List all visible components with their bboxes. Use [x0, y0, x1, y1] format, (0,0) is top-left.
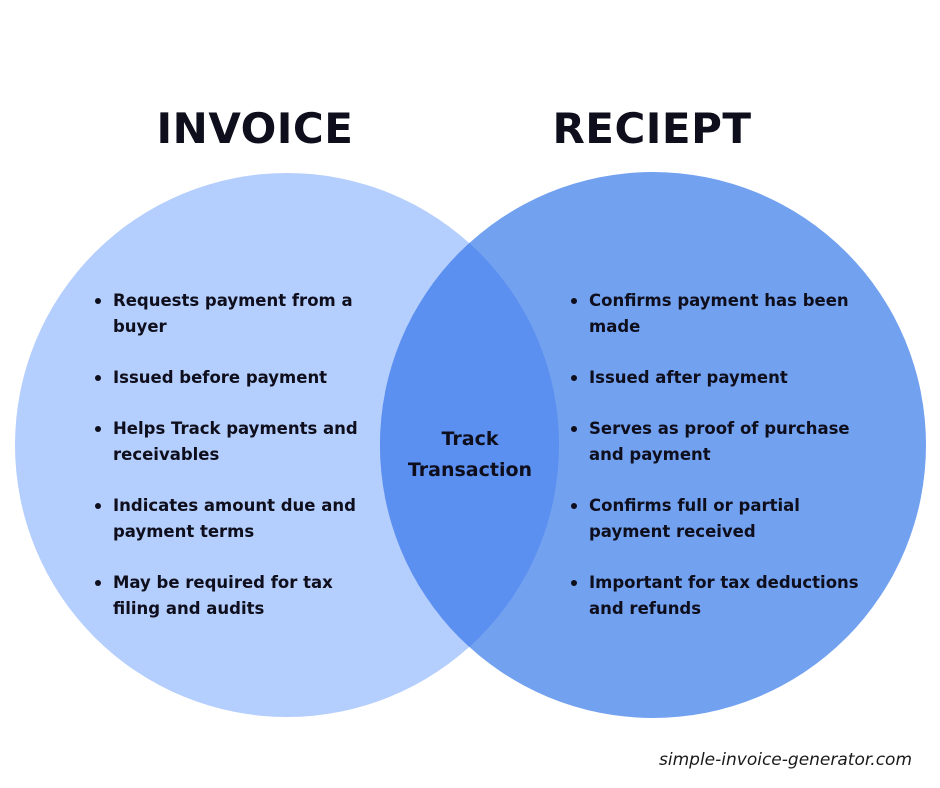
invoice-title: INVOICE	[156, 104, 354, 153]
receipt-features-list: Confirms payment has been made Issued af…	[571, 288, 871, 647]
website-credit: simple-invoice-generator.com	[659, 750, 912, 770]
bullet-icon	[95, 503, 101, 509]
bullet-icon	[571, 426, 577, 432]
receipt-title: RECIEPT	[552, 104, 752, 153]
list-item: Confirms payment has been made	[571, 288, 871, 340]
bullet-icon	[95, 298, 101, 304]
item-text: Confirms full or partial payment receive…	[589, 496, 800, 541]
list-item: Serves as proof of purchase and payment	[571, 416, 871, 468]
list-item: Issued after payment	[571, 365, 871, 391]
list-item: Important for tax deductions and refunds	[571, 570, 871, 622]
item-text: Requests payment from a buyer	[113, 291, 353, 336]
list-item: May be required for tax filing and audit…	[95, 570, 365, 622]
invoice-features-list: Requests payment from a buyer Issued bef…	[95, 288, 365, 647]
bullet-icon	[571, 298, 577, 304]
list-item: Helps Track payments and receivables	[95, 416, 365, 468]
bullet-icon	[571, 503, 577, 509]
list-item: Confirms full or partial payment receive…	[571, 493, 871, 545]
item-text: Helps Track payments and receivables	[113, 419, 358, 464]
bullet-icon	[95, 426, 101, 432]
bullet-icon	[95, 580, 101, 586]
item-text: Issued before payment	[113, 368, 328, 387]
item-text: Indicates amount due and payment terms	[113, 496, 356, 541]
item-text: Issued after payment	[589, 368, 788, 387]
item-text: Serves as proof of purchase and payment	[589, 419, 850, 464]
overlap-region	[380, 173, 559, 717]
list-item: Indicates amount due and payment terms	[95, 493, 365, 545]
overlap-line-1: Track	[441, 428, 499, 450]
bullet-icon	[571, 375, 577, 381]
overlap-label: Track Transaction	[390, 424, 550, 486]
bullet-icon	[95, 375, 101, 381]
list-item: Issued before payment	[95, 365, 365, 391]
bullet-icon	[571, 580, 577, 586]
item-text: May be required for tax filing and audit…	[113, 573, 333, 618]
overlap-line-2: Transaction	[407, 459, 533, 481]
item-text: Confirms payment has been made	[589, 291, 849, 336]
list-item: Requests payment from a buyer	[95, 288, 365, 340]
item-text: Important for tax deductions and refunds	[589, 573, 859, 618]
